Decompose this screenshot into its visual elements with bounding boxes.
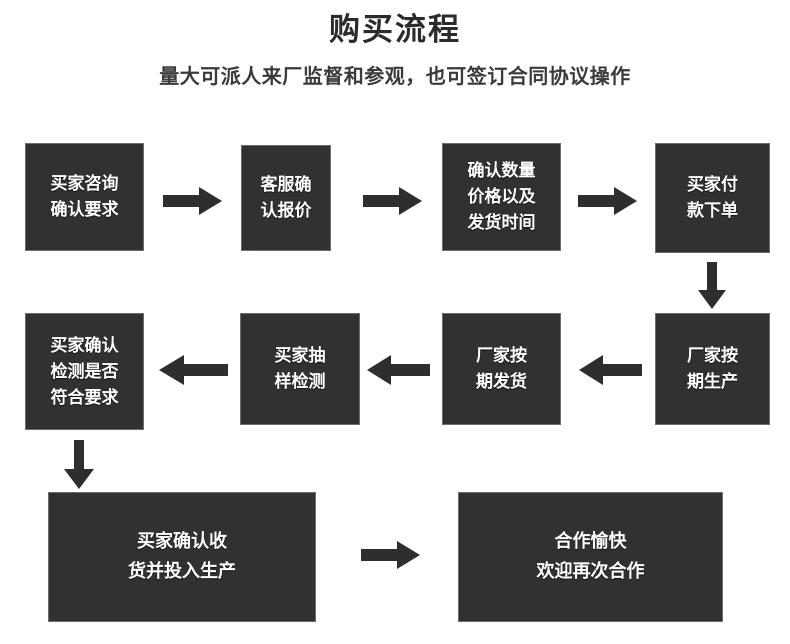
arrow-down-2 (63, 440, 95, 490)
arrow-right-4 (361, 540, 421, 570)
arrow-left-1 (578, 354, 642, 386)
flow-node-label: 买家付 款下单 (687, 175, 738, 221)
flow-node-confirm-quantity-price-delivery: 确认数量 价格以及 发货时间 (442, 143, 561, 251)
flow-node-label: 合作愉快 欢迎再次合作 (536, 531, 645, 582)
flow-node-label: 买家咨询 确认要求 (50, 174, 119, 220)
arrow-right-3 (578, 186, 638, 216)
page-title: 购买流程 (329, 12, 461, 48)
arrow-down-1 (697, 262, 727, 310)
flow-node-label: 买家确认 检测是否 符合要求 (50, 335, 119, 408)
arrow-left-3 (158, 354, 228, 386)
flow-node-label: 买家抽 样检测 (274, 346, 326, 392)
flow-node-label: 确认数量 价格以及 发货时间 (467, 161, 536, 233)
flow-node-buyer-inquiry: 买家咨询 确认要求 (25, 143, 144, 251)
page-subtitle: 量大可派人来厂监督和参观，也可签订合同协议操作 (159, 64, 631, 88)
flow-node-factory-shipment: 厂家按 期发货 (442, 313, 561, 425)
flow-node-label: 买家确认收 货并投入生产 (128, 531, 236, 582)
flow-node-label: 厂家按 期发货 (476, 346, 527, 392)
flow-node-buyer-receive-and-produce: 买家确认收 货并投入生产 (48, 492, 316, 622)
flow-node-factory-production: 厂家按 期生产 (655, 313, 770, 425)
arrow-right-2 (363, 186, 423, 216)
flow-node-label: 客服确 认报价 (260, 175, 312, 221)
flow-node-buyer-confirm-inspection: 买家确认 检测是否 符合要求 (25, 313, 144, 430)
arrow-left-2 (366, 354, 430, 386)
flow-node-label: 厂家按 期生产 (687, 346, 738, 392)
flow-node-buyer-sample-inspection: 买家抽 样检测 (240, 313, 360, 425)
flow-node-buyer-payment-order: 买家付 款下单 (655, 143, 770, 253)
flow-node-service-quote: 客服确 认报价 (241, 145, 331, 251)
arrow-right-1 (163, 186, 223, 216)
flow-node-happy-cooperation: 合作愉快 欢迎再次合作 (458, 492, 723, 622)
